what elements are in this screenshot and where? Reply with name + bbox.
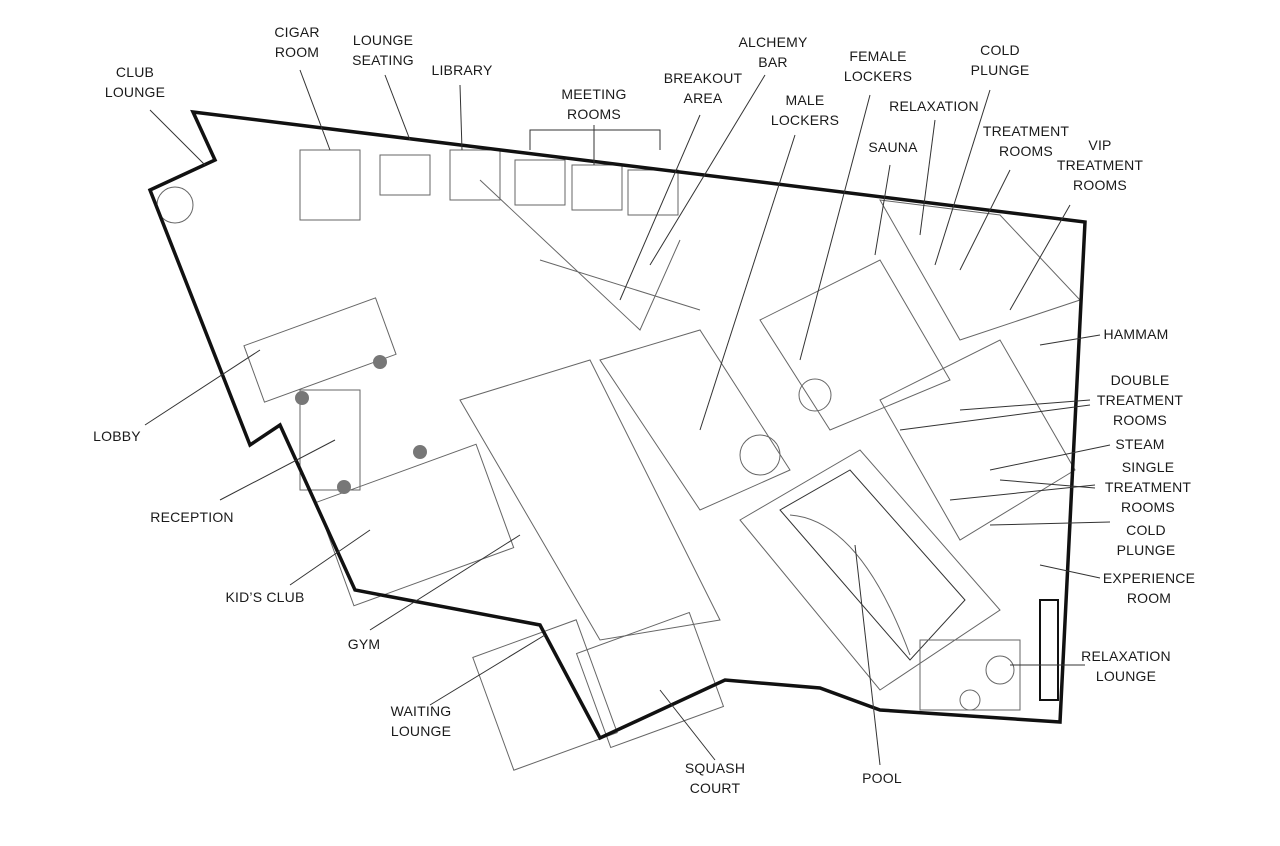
pool-hall-outline xyxy=(739,449,1001,691)
staircase xyxy=(1039,599,1059,701)
label-cigar-room: CIGAR ROOM xyxy=(274,24,320,60)
label-treatment-rooms: TREATMENT ROOMS xyxy=(982,123,1070,159)
circulation-lines xyxy=(479,179,701,331)
pool-outline xyxy=(779,469,966,661)
meeting-room xyxy=(571,164,623,211)
meeting-room xyxy=(514,159,566,206)
library-outline xyxy=(449,149,501,201)
female-lockers-outline xyxy=(759,259,951,431)
male-lockers-outline xyxy=(599,329,791,511)
pool-curve xyxy=(789,514,911,656)
waiting-lounge-outline xyxy=(472,619,618,771)
label-female-lockers: FEMALE LOCKERS xyxy=(843,48,913,84)
lobby-outline xyxy=(243,297,397,403)
column xyxy=(373,355,387,369)
meeting-room xyxy=(627,169,679,216)
label-cold-plunge-top: COLD PLUNGE xyxy=(970,42,1030,78)
label-reception: RECEPTION xyxy=(150,509,234,525)
label-sauna: SAUNA xyxy=(868,139,918,155)
label-pool: POOL xyxy=(862,770,902,786)
hot-tub xyxy=(959,689,981,711)
squash-court-outline xyxy=(575,611,725,749)
label-lobby: LOBBY xyxy=(93,428,141,444)
label-breakout-area: BREAKOUT AREA xyxy=(663,70,743,106)
alchemy-bar-table xyxy=(798,378,832,412)
column xyxy=(337,480,351,494)
label-double-treatment-rooms: DOUBLE TREATMENT ROOMS xyxy=(1096,372,1184,428)
label-hammam: HAMMAM xyxy=(1103,326,1169,342)
cigar-room-outline xyxy=(299,149,361,221)
reception-outline xyxy=(299,389,361,491)
exterior-wall xyxy=(147,109,1087,741)
label-kids-club: KID’S CLUB xyxy=(225,589,305,605)
label-relaxation: RELAXATION xyxy=(889,98,979,114)
label-gym: GYM xyxy=(347,636,381,652)
spa-treatment-outline xyxy=(879,199,1081,341)
label-relaxation-lounge: RELAXATION LOUNGE xyxy=(1081,648,1171,684)
label-cold-plunge-right: COLD PLUNGE xyxy=(1116,522,1176,558)
relaxation-lounge-outline xyxy=(919,639,1021,711)
column xyxy=(413,445,427,459)
label-meeting-rooms: MEETING ROOMS xyxy=(561,86,627,122)
label-waiting-lounge: WAITING LOUNGE xyxy=(390,703,452,739)
hot-tub xyxy=(985,655,1015,685)
label-alchemy-bar: ALCHEMY BAR xyxy=(738,34,808,70)
leader-lines xyxy=(144,69,1111,766)
label-library: LIBRARY xyxy=(431,62,493,78)
label-experience-room: EXPERIENCE ROOM xyxy=(1102,570,1196,606)
gym-outline xyxy=(459,359,721,641)
column xyxy=(295,391,309,405)
label-male-lockers: MALE LOCKERS xyxy=(770,92,840,128)
round-lounge xyxy=(739,434,781,476)
label-vip-treatment-rooms: VIP TREATMENT ROOMS xyxy=(1056,137,1144,193)
label-single-treatment-rooms: SINGLE TREATMENT ROOMS xyxy=(1104,459,1192,515)
label-club-lounge: CLUB LOUNGE xyxy=(104,64,166,100)
label-steam: STEAM xyxy=(1115,436,1165,452)
treatment-rooms-outline xyxy=(879,339,1076,541)
label-lounge-seating: LOUNGE SEATING xyxy=(352,32,414,68)
lounge-seating-outline xyxy=(379,154,431,196)
label-squash-court: SQUASH COURT xyxy=(684,760,746,796)
kids-club-outline xyxy=(315,443,515,607)
